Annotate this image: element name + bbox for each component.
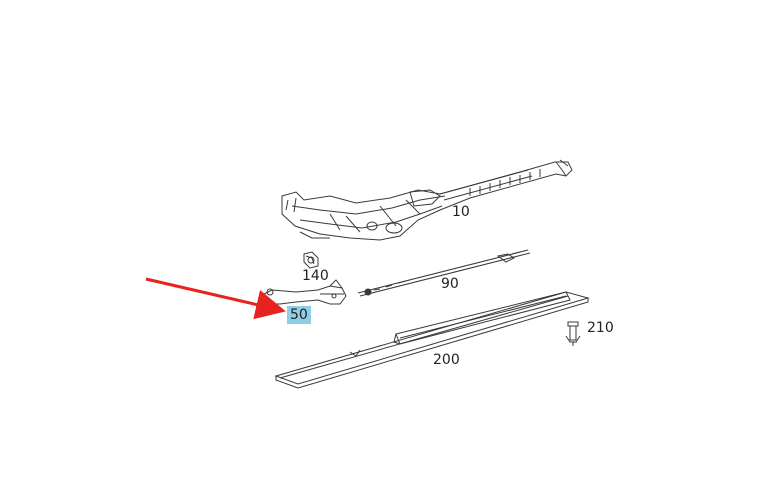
callout-90: 90 bbox=[441, 276, 459, 292]
callout-50-highlighted[interactable]: 50 bbox=[287, 306, 311, 324]
callout-140: 140 bbox=[302, 268, 329, 284]
part-10-frame bbox=[281, 159, 573, 241]
callout-200: 200 bbox=[433, 352, 460, 368]
part-200-trim-strip bbox=[274, 291, 590, 389]
callout-10: 10 bbox=[452, 204, 470, 220]
part-140-clip bbox=[303, 251, 319, 269]
pointer-arrow bbox=[145, 277, 286, 320]
part-90-cable bbox=[357, 249, 531, 297]
part-210-rivet bbox=[565, 321, 581, 346]
callout-210: 210 bbox=[587, 320, 614, 336]
